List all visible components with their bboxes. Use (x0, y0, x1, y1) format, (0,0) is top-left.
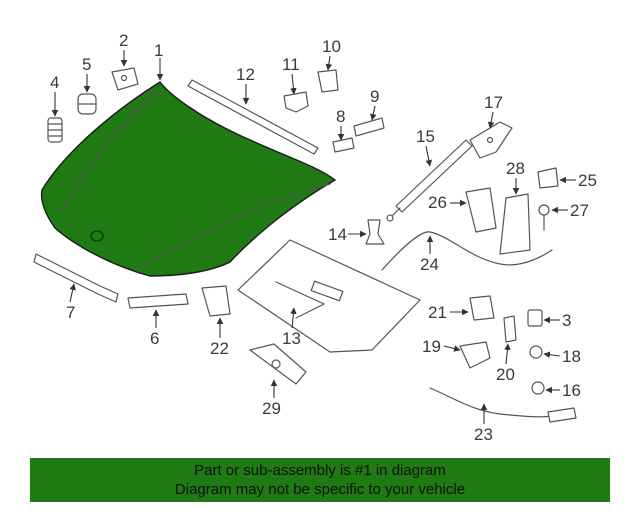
gas-strut-part-15[interactable] (386, 139, 473, 222)
bracket-part-22[interactable] (201, 285, 231, 317)
callout-12: 12 (236, 65, 255, 84)
clip-part-3[interactable] (527, 309, 543, 327)
callout-25: 25 (578, 171, 597, 190)
seal-strip-part-12[interactable] (187, 79, 319, 155)
callout-9: 9 (370, 87, 379, 106)
callout-10: 10 (322, 37, 341, 56)
callout-5: 5 (82, 55, 91, 74)
callout-23: 23 (474, 425, 493, 444)
handle-part-19[interactable] (459, 341, 491, 369)
bump-stop-part-4[interactable] (47, 117, 63, 143)
callout-26: 26 (428, 193, 447, 212)
callouts: 1 2 4 5 12 11 10 8 9 15 17 25 26 28 27 1… (50, 31, 597, 444)
hood-panel[interactable] (40, 81, 337, 277)
clip-part-11[interactable] (283, 91, 309, 113)
callout-28: 28 (506, 159, 525, 178)
callout-16: 16 (562, 381, 581, 400)
clip-part-25[interactable] (537, 167, 559, 189)
callout-11: 11 (282, 55, 300, 74)
screw-part-27[interactable] (538, 204, 550, 231)
bracket-part-26[interactable] (465, 187, 497, 233)
nut-part-16[interactable] (531, 381, 545, 395)
callout-3: 3 (562, 311, 571, 330)
part-info-banner: Part or sub-assembly is #1 in diagram Di… (30, 458, 610, 502)
callout-8: 8 (336, 107, 345, 126)
buffer-part-5[interactable] (77, 93, 97, 115)
banner-line-2: Diagram may not be specific to your vehi… (174, 481, 466, 498)
hood-part-1[interactable] (40, 81, 337, 277)
callout-6: 6 (150, 329, 159, 348)
callout-18: 18 (562, 347, 581, 366)
callout-22: 22 (210, 339, 229, 358)
hood-emblem (90, 230, 104, 242)
cable-part-23[interactable] (429, 387, 577, 423)
striker-part-28[interactable] (499, 193, 531, 255)
rod-part-7[interactable] (33, 253, 119, 303)
insulation-part-13[interactable] (237, 239, 421, 353)
callout-21: 21 (428, 303, 447, 322)
callout-7: 7 (66, 303, 75, 322)
callout-27: 27 (570, 201, 589, 220)
cable-part-24[interactable] (381, 231, 553, 271)
seal-part-6[interactable] (127, 293, 189, 309)
parts-diagram: 1 2 4 5 12 11 10 8 9 15 17 25 26 28 27 1… (33, 31, 597, 444)
callout-13: 13 (282, 329, 301, 348)
callout-29: 29 (262, 399, 281, 418)
callout-1: 1 (154, 41, 163, 60)
latch-part-21[interactable] (469, 295, 495, 321)
push-pin-part-14[interactable] (365, 219, 385, 245)
callout-24: 24 (420, 255, 439, 274)
bolt-part-18[interactable] (529, 345, 543, 359)
callout-15: 15 (416, 127, 435, 146)
callout-2: 2 (119, 31, 128, 50)
callout-14: 14 (328, 225, 347, 244)
bracket-part-2[interactable] (111, 67, 139, 91)
callout-19: 19 (422, 337, 441, 356)
clip-part-10[interactable] (317, 69, 339, 93)
trim-part-29[interactable] (249, 343, 307, 385)
banner-line-1: Part or sub-assembly is #1 in diagram (194, 462, 446, 479)
pad-part-8[interactable] (332, 137, 355, 153)
callout-4: 4 (50, 73, 59, 92)
hinge-part-17[interactable] (469, 121, 513, 159)
callout-17: 17 (484, 93, 503, 112)
callout-20: 20 (496, 365, 515, 384)
gasket-part-20[interactable] (503, 315, 517, 343)
pad-part-9[interactable] (353, 117, 385, 137)
